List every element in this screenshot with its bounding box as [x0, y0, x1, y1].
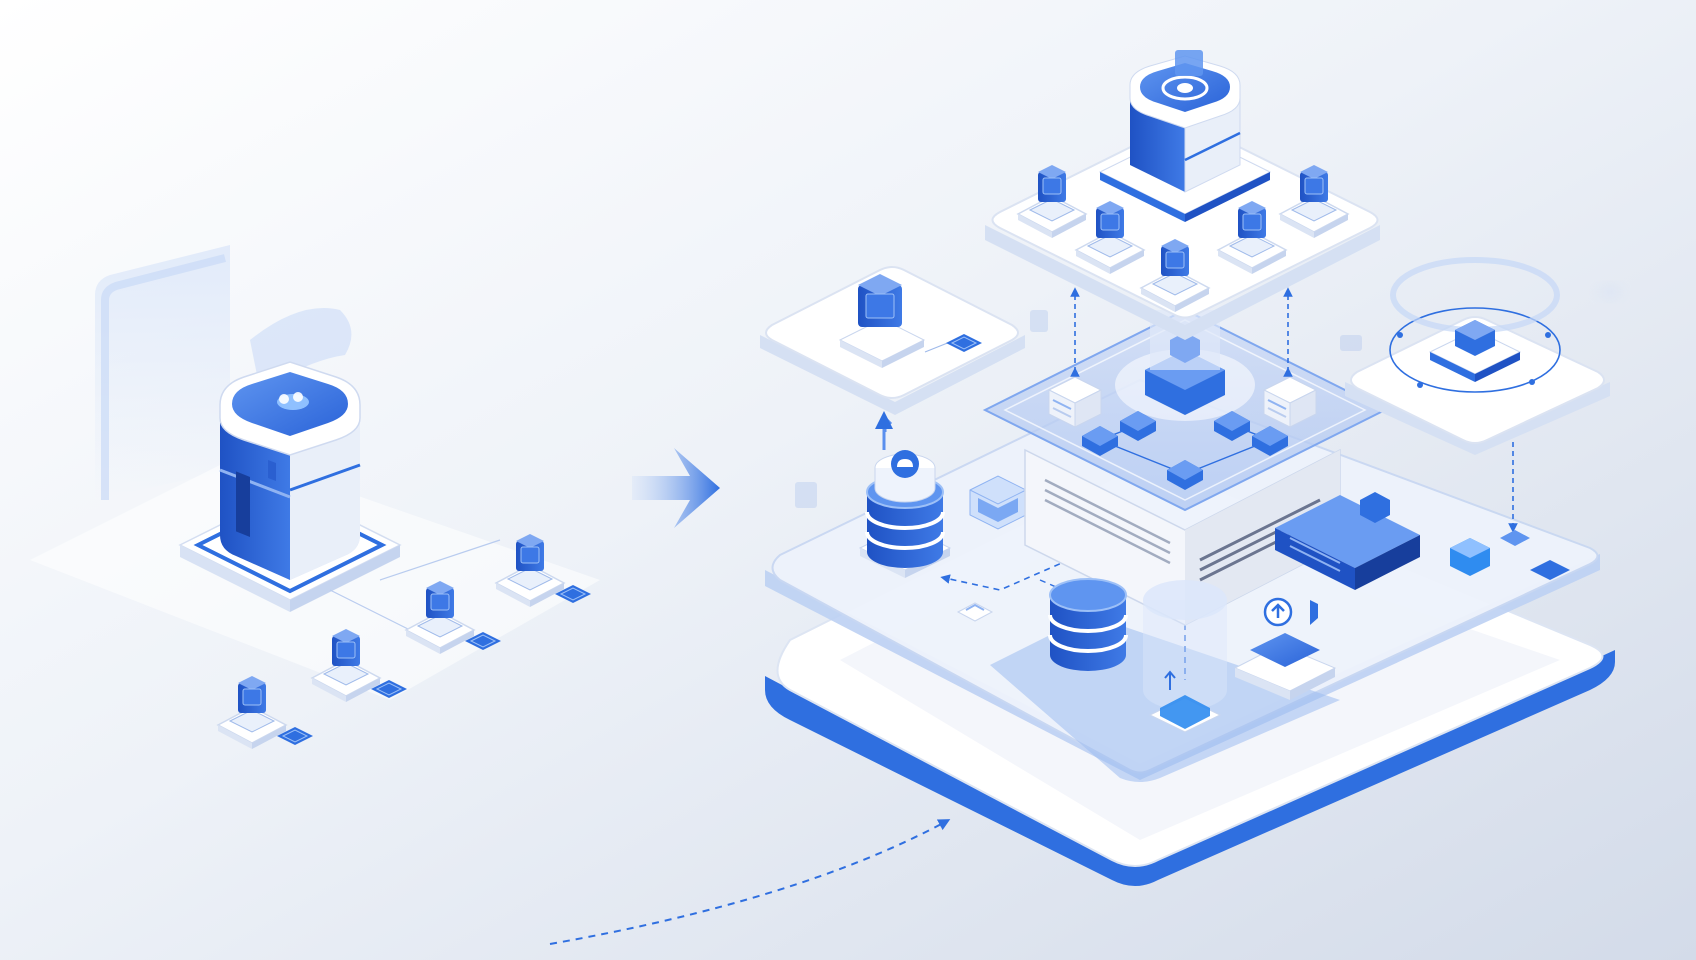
storage-cylinder: [1143, 580, 1227, 733]
flow-line: [940, 554, 1081, 591]
edge-panel-left: [760, 266, 1025, 415]
rack-server-icon: [1275, 492, 1420, 590]
flow-line: [1039, 579, 1121, 616]
database-icon: [1048, 577, 1128, 673]
background-icons: [795, 310, 1362, 508]
upload-icon: [1233, 597, 1337, 700]
migration-path: [549, 819, 951, 945]
cube-icon: [1450, 538, 1490, 576]
cluster-panel-top: [985, 50, 1380, 340]
distributed-architecture: [760, 50, 1625, 886]
network-node-icon: [1500, 530, 1570, 580]
cloud-storage-icon: [858, 415, 952, 578]
legacy-server-group: [30, 245, 600, 750]
device-icon: [956, 602, 994, 622]
server-tower-icon: [1098, 50, 1272, 222]
security-panel-right: [1345, 257, 1625, 455]
cube-icon: [969, 475, 1027, 530]
server-tower-icon: [219, 361, 361, 580]
arrow-right-icon: [632, 448, 720, 528]
